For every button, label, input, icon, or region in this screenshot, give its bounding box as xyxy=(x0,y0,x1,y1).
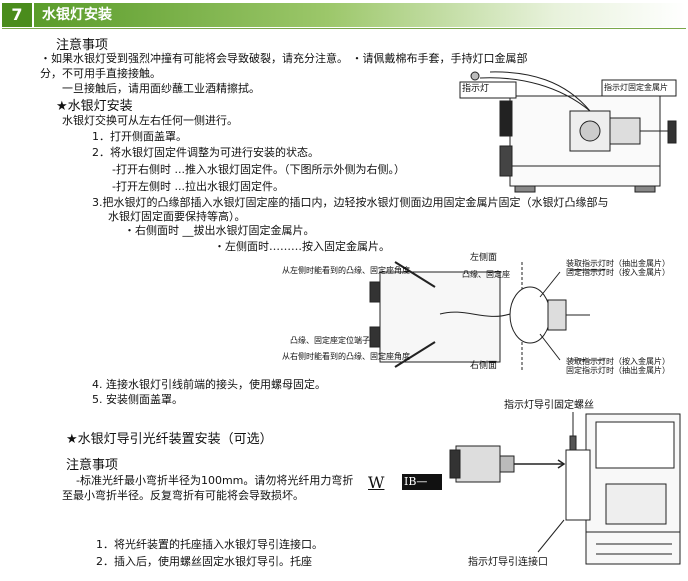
fiber-caution-line-2: 至最小弯折半径。反复弯折有可能将会导致损坏。 xyxy=(62,489,304,502)
section-title: 水银灯安装 xyxy=(42,7,112,23)
caution-line-3: 一旦接触后，请用面纱蘸工业酒精擦拭。 xyxy=(62,82,260,95)
step-2: 2．将水银灯固定件调整为可进行安装的状态。 xyxy=(92,146,319,159)
fiber-guide-figure xyxy=(449,412,681,565)
figure2-label-top-right-2: 固定指示灯时（按入金属片） xyxy=(566,268,670,277)
step-2b: -打开左侧时 ...拉出水银灯固定件。 xyxy=(112,180,284,193)
figure2-label-left-insert: 从左侧时能看到的凸缘、固定座角度 xyxy=(282,266,410,275)
step-2a: -打开右侧时 ...推入水银灯固定件。（下图所示外侧为右侧。） xyxy=(112,163,405,176)
figure2-label-right-side: 右侧面 xyxy=(470,361,498,371)
figure2-label-top-right-1: 装取指示灯时（抽出金属片） xyxy=(566,259,670,268)
section-number-badge: 7 xyxy=(2,3,32,27)
fiber-step-2: 2．插入后，使用螺丝固定水银灯导引。托座 xyxy=(96,555,312,568)
step-3b: ・左侧面时………按入固定金属片。 xyxy=(214,240,390,253)
figure2-label-bottom-right-2: 固定指示灯时（抽出金属片） xyxy=(566,366,670,375)
marker-ib: IB— xyxy=(402,474,442,490)
figure2-label-left-side: 左侧面 xyxy=(470,253,498,263)
lamp-side-diagram xyxy=(369,261,605,372)
fiber-caution-line-1: -标准光纤最小弯折半径为100mm。请勿将光纤用力弯折 xyxy=(76,474,354,487)
figure1-label-lamp: 指示灯 xyxy=(462,84,490,94)
marker-w: W xyxy=(368,473,385,492)
step-3a: ・右侧面时 __拔出水银灯固定金属片。 xyxy=(124,224,315,237)
fiber-step-1: 1．将光纤装置的托座插入水银灯导引连接口。 xyxy=(96,538,323,551)
install-title: ★水银灯安装 xyxy=(56,99,133,114)
step-4: 4. 连接水银灯引线前端的接头，使用螺母固定。 xyxy=(92,378,326,391)
figure1-label-plate: 指示灯固定金属片 xyxy=(604,83,668,92)
step-1: 1．打开侧面盖罩。 xyxy=(92,130,187,143)
lamp-housing-figure xyxy=(459,71,677,193)
step-3-line-1: 3.把水银灯的凸缘部插入水银灯固定座的插口内，边轻按水银灯侧面边用固定金属片固定… xyxy=(92,196,609,209)
section-header-bar xyxy=(34,3,686,27)
figure3-label-screw: 指示灯导引固定螺丝 xyxy=(504,400,594,411)
figure2-label-terminal: 凸缘、固定座定位端子 xyxy=(290,336,370,345)
caution-line-2: 分，不可用手直接接触。 xyxy=(40,67,161,80)
figure3-label-port: 指示灯导引连接口 xyxy=(468,557,548,568)
install-intro: 水银灯交换可从左右任何一侧进行。 xyxy=(62,114,238,127)
step-5: 5. 安装侧面盖罩。 xyxy=(92,393,183,406)
header-divider xyxy=(2,28,686,29)
fiber-caution-title: 注意事项 xyxy=(66,458,119,473)
step-3-line-2: 水银灯固定面要保持等高）。 xyxy=(108,210,246,223)
figure2-label-right-insert: 从右侧时能看到的凸缘、固定座角度 xyxy=(282,352,410,361)
caution-title: 注意事项 xyxy=(56,38,109,53)
caution-line-1: ・如果水银灯受到强烈冲撞有可能将会导致破裂，请充分注意。 ・请佩戴棉布手套，手持… xyxy=(40,52,528,65)
figure2-label-flange: 凸缘、固定座 xyxy=(462,270,510,279)
fiber-section-title: ★水银灯导引光纤装置安装（可选） xyxy=(66,432,273,447)
figure2-label-bottom-right-1: 装取指示灯时（按入金属片） xyxy=(566,357,670,366)
